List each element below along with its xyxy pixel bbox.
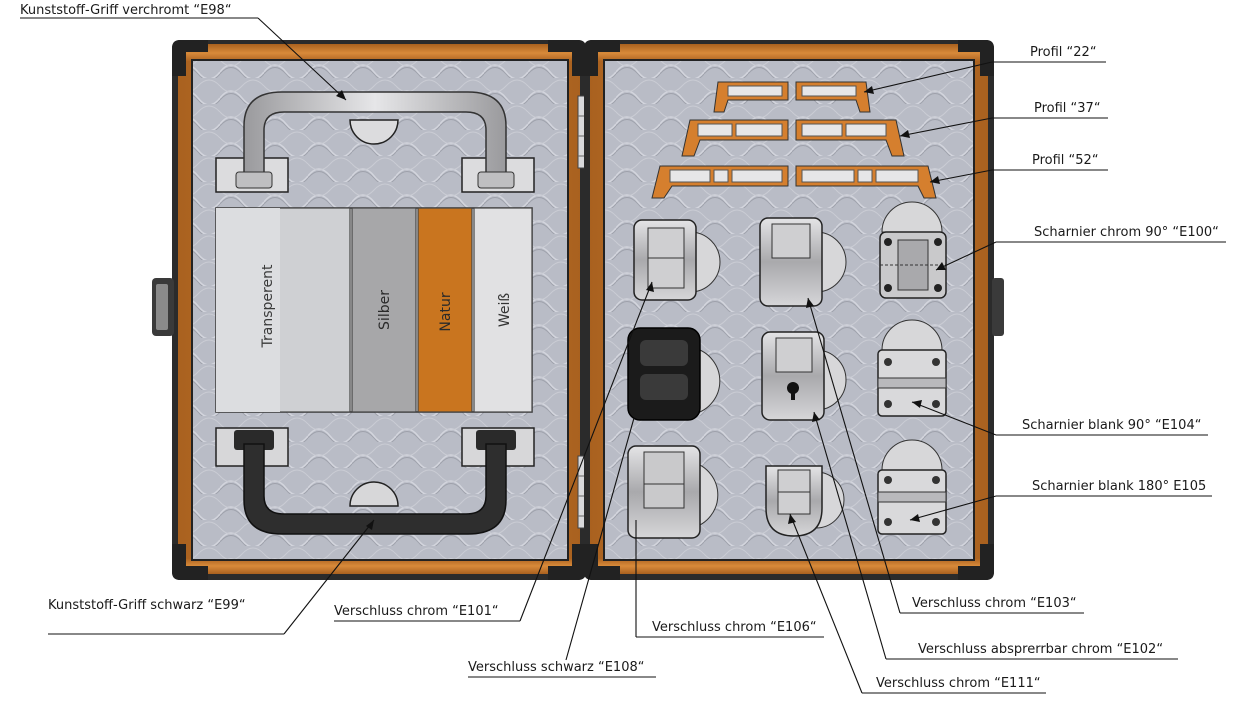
swatch-label-natur: Natur: [438, 292, 454, 331]
hinge-e104: [877, 319, 947, 417]
label-e102: Verschluss absprerrbar chrom “E102“: [918, 642, 1163, 657]
label-e111: Verschluss chrom “E111“: [876, 676, 1041, 691]
hinge-e100: [879, 201, 947, 299]
swatch-silber: [351, 207, 417, 413]
callout-e106: Verschluss chrom “E106“: [635, 520, 824, 638]
callout-e102: Verschluss absprerrbar chrom “E102“: [812, 411, 1178, 660]
keyhole-icon: [787, 382, 799, 394]
corner-piece: [584, 544, 620, 580]
corner-piece: [584, 40, 620, 76]
case-right-half: [584, 40, 1004, 580]
swatch-label-silber: Silber: [377, 290, 393, 330]
callout-e108: Verschluss schwarz “E108“: [468, 417, 656, 678]
label-profil-22: Profil “22“: [1030, 45, 1097, 60]
right-side-latch: [992, 278, 1004, 336]
profile-22: [713, 81, 871, 113]
callout-e105: Scharnier blank 180° E105: [909, 479, 1212, 522]
black-handle-e99: [215, 427, 535, 535]
label-e108: Verschluss schwarz “E108“: [468, 660, 644, 675]
callout-e99: Kunststoff-Griff schwarz “E99“: [48, 519, 375, 635]
latch-e103: [759, 217, 847, 307]
label-e99: Kunststoff-Griff schwarz “E99“: [48, 598, 246, 613]
label-e100: Scharnier chrom 90° “E100“: [1034, 225, 1219, 240]
corner-piece: [548, 544, 586, 580]
swatch-label-weiss: Weiß: [497, 293, 513, 328]
label-profil-52: Profil “52“: [1032, 153, 1099, 168]
corner-piece: [958, 544, 994, 580]
profile-37: [681, 119, 905, 157]
label-e104: Scharnier blank 90° “E104“: [1022, 418, 1201, 433]
latch-e106: [627, 445, 719, 539]
callout-profil-37: Profil “37“: [899, 101, 1108, 138]
corner-piece: [548, 40, 586, 76]
corner-piece: [958, 40, 994, 76]
callout-e98: Kunststoff-Griff verchromt “E98“: [20, 3, 347, 101]
chrome-handle-e98: [215, 91, 535, 193]
label-e103: Verschluss chrom “E103“: [912, 596, 1077, 611]
label-e98: Kunststoff-Griff verchromt “E98“: [20, 3, 232, 18]
callout-e101: Verschluss chrom “E101“: [334, 281, 654, 622]
callout-e111: Verschluss chrom “E111“: [788, 513, 1046, 694]
label-profil-37: Profil “37“: [1034, 101, 1101, 116]
hinge-e105: [877, 439, 947, 535]
latch-e101: [633, 219, 721, 301]
profile-52: [651, 165, 937, 199]
label-e106: Verschluss chrom “E106“: [652, 620, 817, 635]
latch-e111: [765, 465, 845, 537]
latch-e102: [761, 331, 847, 421]
callout-e103: Verschluss chrom “E103“: [806, 297, 1084, 614]
label-e105: Scharnier blank 180° E105: [1032, 479, 1206, 494]
callout-profil-22: Profil “22“: [863, 45, 1106, 94]
corner-piece: [172, 40, 208, 76]
label-e101: Verschluss chrom “E101“: [334, 604, 499, 619]
callout-profil-52: Profil “52“: [929, 153, 1108, 184]
swatch-natur: [417, 207, 473, 413]
corner-piece: [172, 544, 208, 580]
swatch-label-transparent: Transperent: [260, 264, 276, 348]
callout-e104: Scharnier blank 90° “E104“: [911, 400, 1208, 436]
color-swatch-panel: Transperent Silber Natur Weiß: [215, 207, 533, 413]
swatch-weiss: [473, 207, 533, 413]
case-left-half: Transperent Silber Natur Weiß: [152, 40, 586, 580]
latch-e108: [627, 327, 721, 421]
callout-e100: Scharnier chrom 90° “E100“: [935, 225, 1226, 271]
